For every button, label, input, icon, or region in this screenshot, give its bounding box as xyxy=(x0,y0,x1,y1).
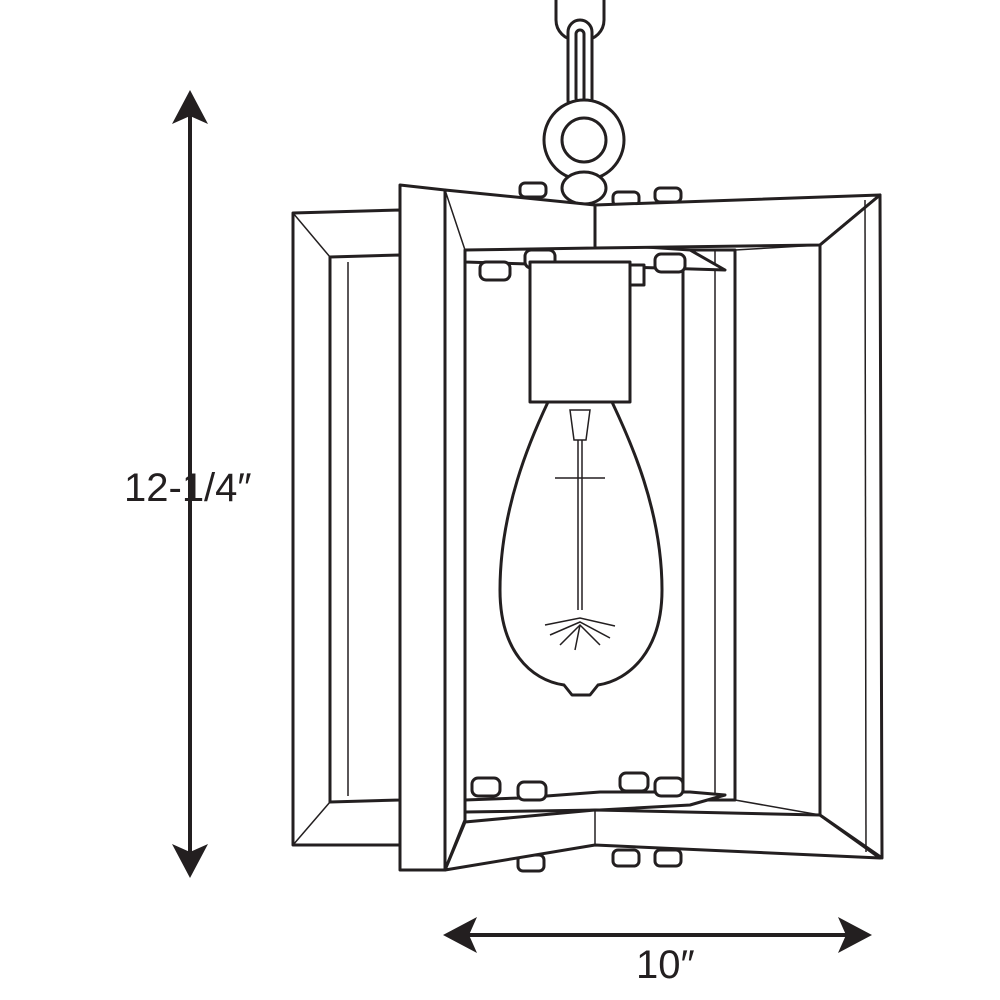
height-arrow xyxy=(172,90,208,878)
width-dimension-label: 10″ xyxy=(636,943,695,987)
height-dimension-label: 12-1/4″ xyxy=(124,466,252,510)
back-right-post xyxy=(681,248,737,802)
back-left-panel xyxy=(291,208,402,847)
front-right-panel xyxy=(593,193,884,860)
edison-bulb xyxy=(498,400,664,697)
chain xyxy=(542,0,626,206)
bottom-plate xyxy=(463,771,727,873)
socket xyxy=(528,260,646,404)
width-arrow xyxy=(443,917,872,953)
